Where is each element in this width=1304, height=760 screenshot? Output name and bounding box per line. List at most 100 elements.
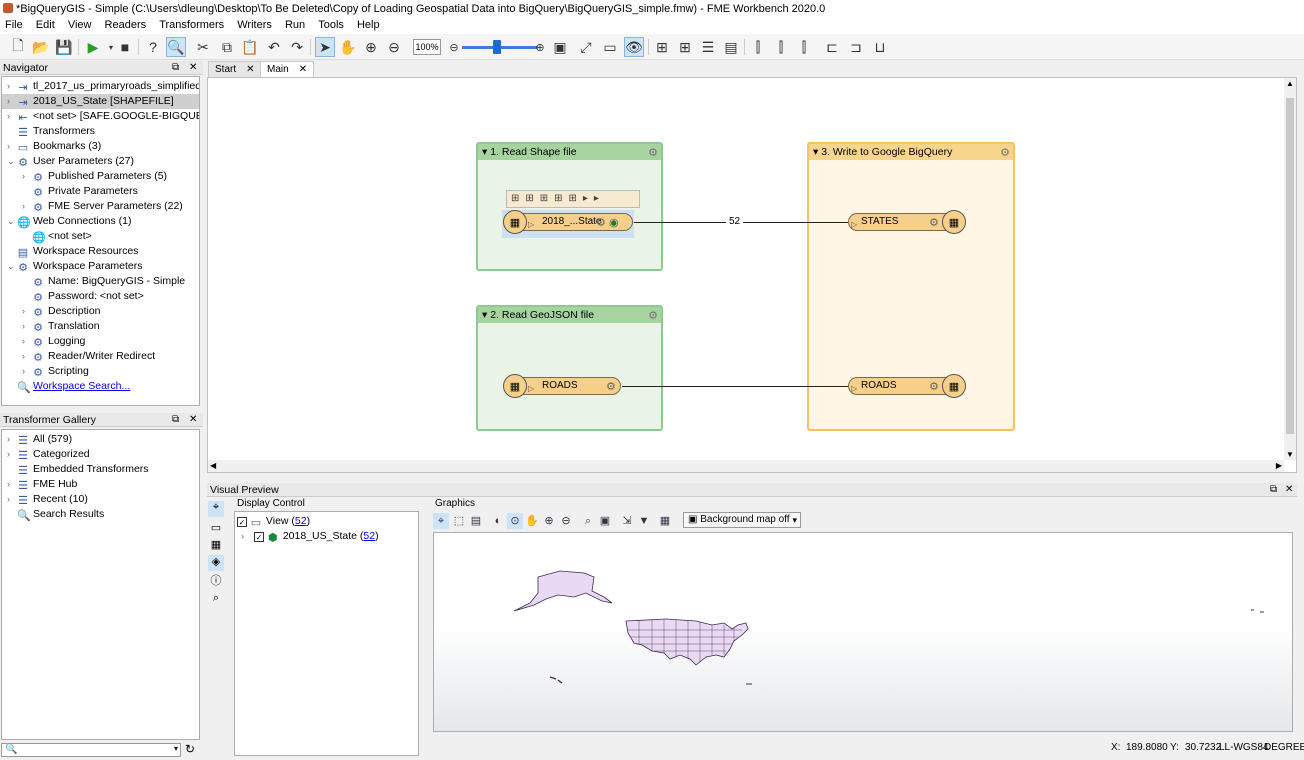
expand-arrow-icon[interactable]: ›	[7, 111, 10, 121]
gear-icon[interactable]: ⚙	[1000, 147, 1010, 159]
redo-icon[interactable]: ↷	[291, 38, 303, 55]
writer-feature-type-roads[interactable]: ▷ ROADS ⚙	[848, 377, 964, 395]
color-grid-icon[interactable]: ▦	[659, 515, 671, 527]
menu-tools[interactable]: Tools	[318, 19, 344, 31]
workspace-canvas[interactable]: ▾ 1. Read Shape file ⚙ ⊞⊞⊞⊞⊞▸▸ ▾ 2. Read…	[207, 77, 1297, 473]
bookmark-write-bigquery[interactable]: ▾ 3. Write to Google BigQuery ⚙	[807, 142, 1015, 431]
navigator-close-icon[interactable]: ✕	[189, 62, 198, 73]
bookmark-read-shape[interactable]: ▾ 1. Read Shape file ⚙ ⊞⊞⊞⊞⊞▸▸	[476, 142, 663, 271]
pan-icon[interactable]: ◐	[494, 515, 502, 527]
navigator-item[interactable]: ›⚙Translation	[2, 319, 199, 334]
navigator-item[interactable]: ⌄⚙Workspace Parameters	[2, 259, 199, 274]
pan-hand-icon[interactable]: ✋	[339, 38, 357, 55]
help-query-icon[interactable]: ?	[149, 39, 157, 55]
gallery-search-input[interactable]: 🔍 ▾	[1, 743, 181, 757]
view-count-link[interactable]: 52	[294, 515, 307, 527]
navigator-item[interactable]: ›⚙Logging	[2, 334, 199, 349]
tab-close-icon[interactable]: ✕	[246, 64, 255, 75]
scroll-right-icon[interactable]: ▶	[1275, 461, 1282, 470]
menu-file[interactable]: File	[5, 19, 23, 31]
expand-arrow-icon[interactable]: ›	[22, 201, 25, 211]
background-map-select[interactable]: ▣ Background map off ▾	[683, 512, 801, 528]
navigator-item[interactable]: ▤Workspace Resources	[2, 244, 199, 259]
menu-help[interactable]: Help	[356, 19, 380, 31]
scroll-left-icon[interactable]: ◀	[210, 461, 217, 470]
navigator-item[interactable]: ›⇥2018_US_State [SHAPEFILE]	[2, 94, 199, 109]
expand-arrow-icon[interactable]: ›	[22, 171, 25, 181]
new-file-icon[interactable]: 🗋	[12, 37, 24, 53]
navigator-item[interactable]: ⚙Password: <not set>	[2, 289, 199, 304]
expand-arrow-icon[interactable]: ›	[7, 141, 10, 151]
measure-icon[interactable]: ▣	[599, 515, 611, 527]
expand-arrow-icon[interactable]: ›	[7, 81, 10, 91]
search-dropdown-icon[interactable]: ▾	[173, 744, 178, 753]
writer-feature-type-states[interactable]: ▷ STATES ⚙	[848, 213, 964, 231]
navigator-item[interactable]: ›▭Bookmarks (3)	[2, 139, 199, 154]
gear-icon[interactable]: ⚙	[648, 310, 658, 322]
expand-arrow-icon[interactable]: ›	[22, 306, 25, 316]
info-icon[interactable]: ⓘ	[210, 575, 222, 587]
expand-arrow-icon[interactable]: ›	[22, 366, 25, 376]
navigator-item[interactable]: ⌄⚙User Parameters (27)	[2, 154, 199, 169]
search-feature-icon[interactable]: ⌕	[212, 592, 220, 604]
select-pointer-icon[interactable]: ➤	[315, 37, 335, 57]
undo-icon[interactable]: ↶	[268, 38, 280, 55]
menu-view[interactable]: View	[67, 19, 92, 31]
select-feature-icon[interactable]: ⌖	[433, 513, 449, 529]
open-folder-icon[interactable]: 📂	[32, 38, 50, 55]
gallery-item[interactable]: ☰Embedded Transformers	[7, 462, 149, 477]
table-view-icon[interactable]: ▦	[210, 539, 222, 551]
zoom-extents-icon[interactable]: ⤢	[580, 38, 592, 55]
gear-icon[interactable]: ⚙	[929, 381, 939, 393]
expand-arrow-icon[interactable]: ›	[7, 434, 10, 444]
gallery-item[interactable]: ›☰FME Hub	[7, 477, 77, 492]
scroll-down-icon[interactable]: ▼	[1286, 450, 1294, 459]
cut-icon[interactable]: ✂	[197, 38, 209, 55]
expand-arrow-icon[interactable]: ›	[7, 449, 10, 459]
menu-writers[interactable]: Writers	[237, 19, 272, 31]
gallery-item[interactable]: ›☰Recent (10)	[7, 492, 88, 507]
navigator-item[interactable]: ⌄🌐Web Connections (1)	[2, 214, 199, 229]
expand-arrow-icon[interactable]: ›	[22, 351, 25, 361]
zoom-selected-icon[interactable]: ▣	[553, 38, 567, 55]
expand-arrow-icon[interactable]: ›	[241, 531, 244, 541]
reader-feature-type-states[interactable]: ▷ 2018_...State ⚙ ◉	[505, 213, 633, 231]
gallery-float-icon[interactable]: ⧉	[172, 414, 180, 425]
expand-arrow-icon[interactable]: ›	[7, 479, 10, 489]
bookmark-header[interactable]: ▾ 3. Write to Google BigQuery	[809, 144, 1013, 160]
scrollbar-thumb[interactable]	[1286, 98, 1294, 434]
select-table-icon[interactable]: ▤	[470, 515, 482, 527]
layer-row[interactable]: › ✓ ⬢2018_US_State (52)	[241, 529, 379, 544]
add-writer-icon[interactable]: ⊞	[679, 38, 691, 55]
canvas-horizontal-scrollbar[interactable]: ◀ ▶	[208, 460, 1284, 472]
filter-icon[interactable]: ▼	[638, 515, 650, 527]
run-dropdown-icon[interactable]: ▾	[108, 42, 113, 52]
zoom-box-icon[interactable]: ⊙	[507, 513, 523, 529]
gear-icon[interactable]: ⚙	[648, 147, 658, 159]
navigator-item[interactable]: ›⚙Reader/Writer Redirect	[2, 349, 199, 364]
collapse-arrow-icon[interactable]: ⌄	[7, 261, 15, 271]
connection-roads[interactable]	[622, 386, 848, 387]
checkbox-checked[interactable]: ✓	[253, 532, 264, 542]
add-bookmark-icon[interactable]: ▤	[724, 38, 738, 55]
tab-main[interactable]: Main✕	[260, 61, 315, 77]
hand-icon[interactable]: ✋	[525, 515, 539, 527]
explore-icon[interactable]: ⌖	[208, 501, 224, 517]
navigator-item[interactable]: 🌐<not set>	[2, 229, 199, 244]
run-icon[interactable]: ▶	[87, 38, 99, 55]
zoom-out-icon[interactable]: ⊖	[388, 38, 400, 55]
identify-icon[interactable]: ⇲	[622, 515, 632, 527]
zoom-plus-icon[interactable]: ⊕	[535, 41, 545, 54]
bookmark-header[interactable]: ▾ 2. Read GeoJSON file	[478, 307, 661, 323]
navigator-item[interactable]: ›⚙Scripting	[2, 364, 199, 379]
navigator-item[interactable]: ›⇥tl_2017_us_primaryroads_simplified [G.…	[2, 79, 199, 94]
navigator-item-label[interactable]: Workspace Search...	[33, 380, 131, 392]
gallery-close-icon[interactable]: ✕	[189, 414, 198, 425]
navigator-item[interactable]: ☰Transformers	[2, 124, 199, 139]
select-area-icon[interactable]: ⬚	[453, 515, 465, 527]
navigator-item[interactable]: ›⚙Published Parameters (5)	[2, 169, 199, 184]
preview-float-icon[interactable]: ⧉	[1270, 484, 1278, 495]
menu-run[interactable]: Run	[284, 19, 306, 31]
zoom-level-field[interactable]: 100%	[413, 39, 441, 55]
tab-start[interactable]: Start✕	[208, 61, 262, 77]
